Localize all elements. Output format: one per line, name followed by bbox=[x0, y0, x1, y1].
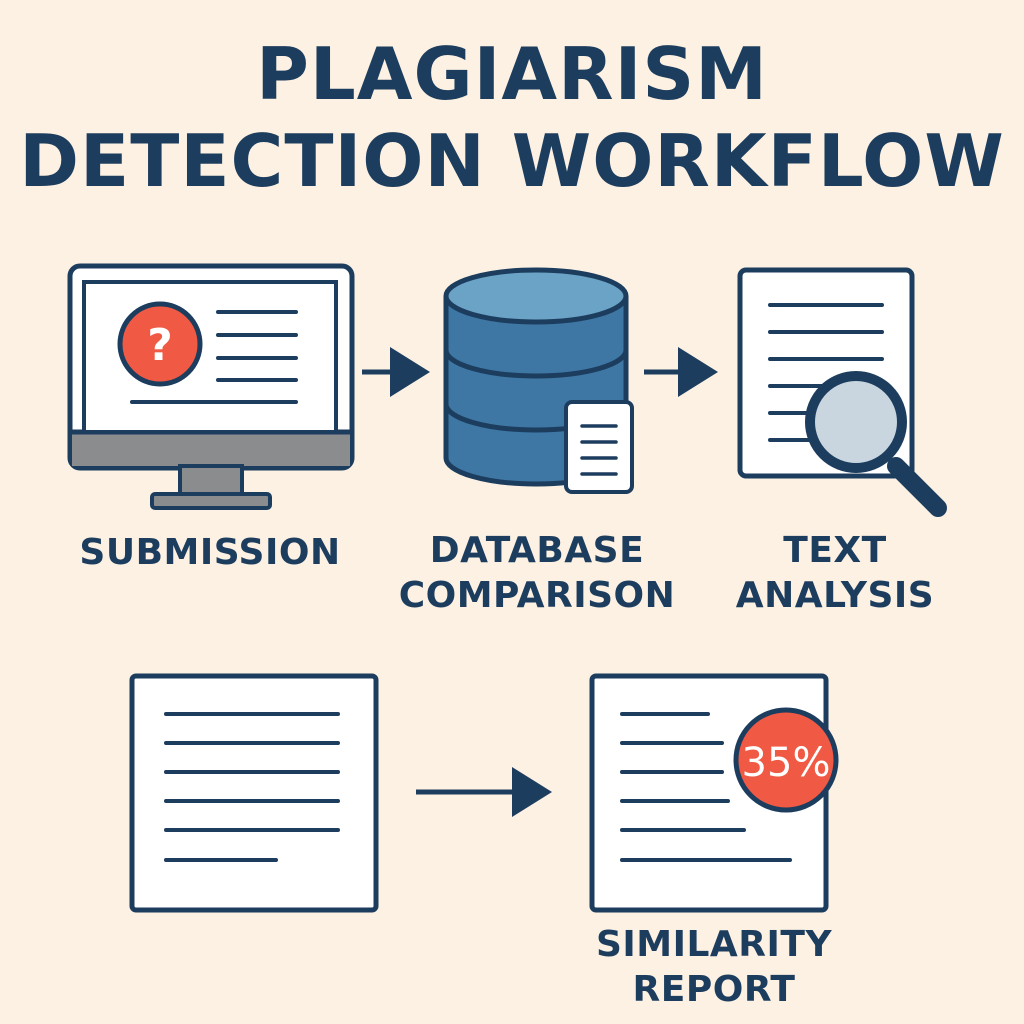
label-database-comparison-line-1: DATABASE bbox=[429, 530, 645, 571]
question-mark-icon: ? bbox=[147, 320, 173, 371]
title-line-2: DETECTION WORKFLOW bbox=[19, 119, 1005, 203]
label-similarity-report-line-1: SIMILARITY bbox=[595, 924, 833, 965]
label-text-analysis-line-1: TEXT bbox=[783, 530, 887, 571]
magnifier-document-icon bbox=[737, 267, 947, 517]
label-submission: SUBMISSION bbox=[60, 530, 360, 575]
label-submission-line-1: SUBMISSION bbox=[79, 532, 341, 573]
title-line-1: PLAGIARISM bbox=[256, 32, 768, 116]
label-similarity-report: SIMILARITY REPORT bbox=[572, 922, 856, 1012]
label-database-comparison-line-2: COMPARISON bbox=[398, 575, 676, 616]
label-text-analysis: TEXT ANALYSIS bbox=[720, 528, 950, 618]
document-icon bbox=[129, 673, 379, 913]
database-document-icon bbox=[564, 400, 634, 494]
monitor-icon: ? bbox=[67, 263, 355, 510]
label-similarity-report-line-2: REPORT bbox=[632, 969, 796, 1010]
label-text-analysis-line-2: ANALYSIS bbox=[735, 575, 935, 616]
label-database-comparison: DATABASE COMPARISON bbox=[382, 528, 692, 618]
similarity-badge: 35% bbox=[733, 707, 839, 813]
similarity-percent: 35% bbox=[742, 740, 831, 786]
